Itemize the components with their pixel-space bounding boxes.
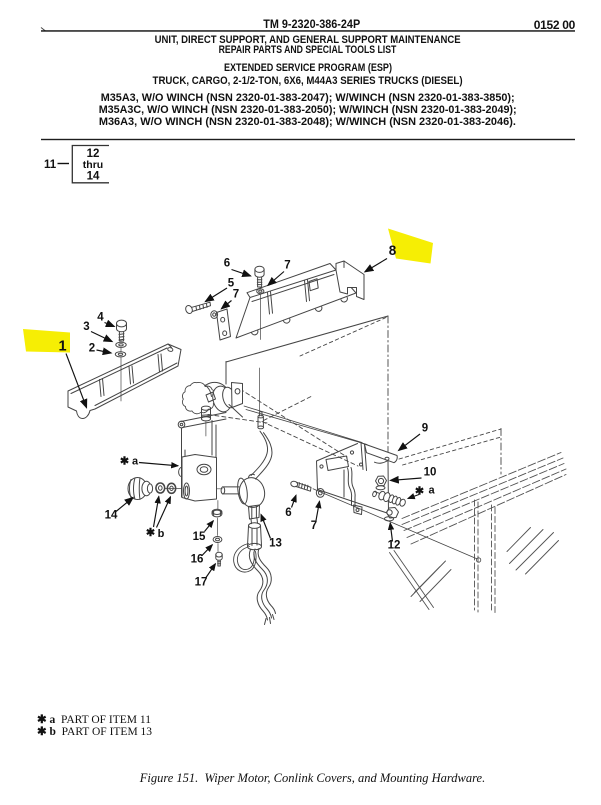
svg-text:6: 6	[224, 258, 230, 270]
svg-text:3: 3	[83, 321, 89, 333]
svg-text:7: 7	[284, 260, 290, 272]
svg-text:6: 6	[285, 507, 291, 519]
svg-text:16: 16	[191, 554, 204, 566]
svg-text:14: 14	[87, 171, 100, 183]
svg-text:8: 8	[389, 243, 397, 258]
svg-text:b: b	[158, 528, 165, 540]
svg-text:✱: ✱	[120, 456, 129, 468]
svg-text:12: 12	[388, 540, 401, 552]
svg-text:a: a	[428, 485, 435, 497]
svg-text:1: 1	[58, 339, 66, 355]
svg-text:thru: thru	[83, 159, 103, 171]
svg-text:17: 17	[195, 577, 208, 589]
svg-text:11: 11	[44, 159, 57, 171]
svg-text:2: 2	[89, 343, 95, 355]
svg-text:a: a	[132, 456, 139, 468]
svg-text:10: 10	[424, 467, 437, 479]
svg-text:12: 12	[87, 148, 100, 160]
svg-text:4: 4	[97, 312, 104, 324]
svg-text:9: 9	[422, 423, 428, 435]
svg-text:13: 13	[269, 538, 282, 550]
svg-text:14: 14	[105, 510, 118, 522]
svg-text:7: 7	[311, 520, 317, 532]
svg-text:7: 7	[233, 289, 239, 301]
svg-text:✱: ✱	[146, 527, 155, 539]
svg-text:✱: ✱	[415, 486, 424, 498]
svg-text:15: 15	[193, 531, 206, 543]
svg-text:5: 5	[228, 278, 235, 290]
